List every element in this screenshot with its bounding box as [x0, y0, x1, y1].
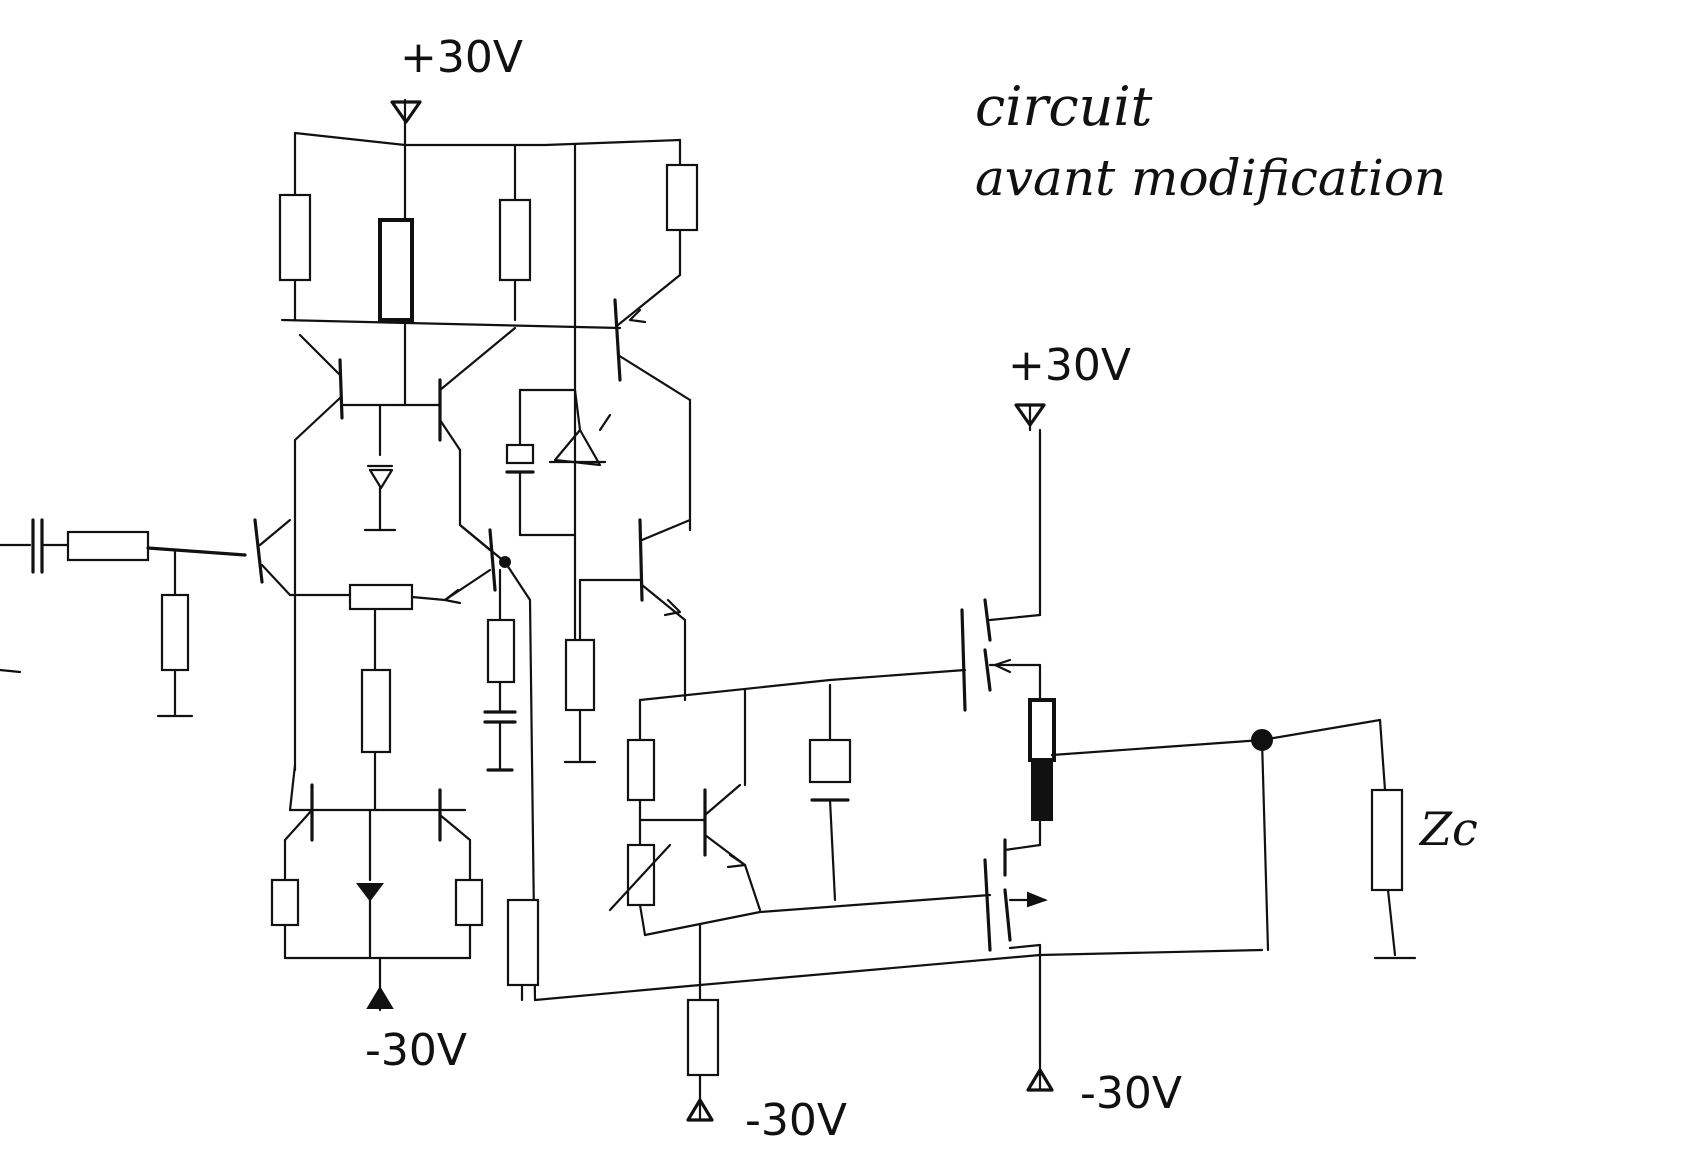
- load-resistor-zc: [1370, 788, 1404, 892]
- supply-arrow-bottom-middle: [686, 1073, 714, 1122]
- mirror-transistor-left: [293, 333, 402, 442]
- output-wire: [1050, 738, 1264, 757]
- input-resistor: [66, 530, 150, 562]
- top-supply-rail: [293, 131, 682, 642]
- input-wire: [146, 546, 247, 557]
- vas-resistor-1: [486, 618, 516, 684]
- output-mosfet-upper: [960, 428, 1042, 712]
- mirror-base-rail: [280, 318, 622, 330]
- bias-resistor-top: [626, 738, 656, 802]
- vas-pnp-transistor: [613, 273, 692, 402]
- input-capacitor: [0, 518, 70, 574]
- emitter-degeneration-resistor: [348, 583, 414, 611]
- supply-arrow-top-left: [390, 98, 422, 147]
- lower-mirror-resistor-right: [454, 878, 484, 927]
- supply-label-top-right: +30V: [1008, 340, 1131, 391]
- reference-resistor: [378, 218, 414, 322]
- output-mosfet-lower: [983, 818, 1048, 1052]
- bootstrap-capacitor: [505, 388, 577, 537]
- supply-arrow-bottom-left: [366, 956, 394, 1012]
- lower-mirror-transistor-right: [438, 788, 472, 842]
- bias-current-resistor: [686, 998, 720, 1077]
- vas-npn-transistor: [578, 518, 692, 622]
- mirror-transistor-right: [398, 326, 517, 452]
- mirror-resistor-1: [278, 193, 312, 282]
- supply-label-bottom-right: -30V: [1080, 1068, 1182, 1119]
- vas-capacitor-1: [483, 710, 517, 772]
- bias-capacitor: [808, 683, 852, 902]
- diff-pair-transistor-right: [443, 523, 497, 605]
- supply-label-bottom-middle: -30V: [745, 1095, 847, 1146]
- supply-arrow-top-right: [1014, 403, 1046, 432]
- load-label-zc: Zc: [1418, 802, 1478, 856]
- vas-emitter-resistor: [665, 163, 699, 232]
- supply-label-bottom-left: -30V: [365, 1025, 467, 1076]
- title-line-1: circuit: [975, 75, 1153, 138]
- reference-zener-diode: [363, 403, 397, 532]
- lower-diode: [356, 808, 384, 960]
- vbe-multiplier-transistor: [638, 783, 747, 869]
- supply-arrow-bottom-right: [1026, 1048, 1054, 1092]
- feedback-resistor: [506, 898, 540, 987]
- trimmer-arrow: [608, 843, 672, 912]
- supply-label-top-left: +30V: [400, 32, 523, 83]
- lower-mirror-transistor-left: [283, 783, 314, 842]
- diff-pair-transistor-left: [253, 518, 292, 597]
- lower-mirror-resistor-left: [270, 878, 300, 927]
- vas-base-resistor: [564, 638, 596, 712]
- bootstrap-zener-diode: [548, 413, 612, 467]
- title-line-2: avant modification: [975, 149, 1446, 207]
- mirror-resistor-2: [498, 198, 532, 282]
- output-source-resistors: [1028, 698, 1056, 821]
- input-bias-resistor: [160, 593, 190, 672]
- tail-resistor: [360, 668, 392, 754]
